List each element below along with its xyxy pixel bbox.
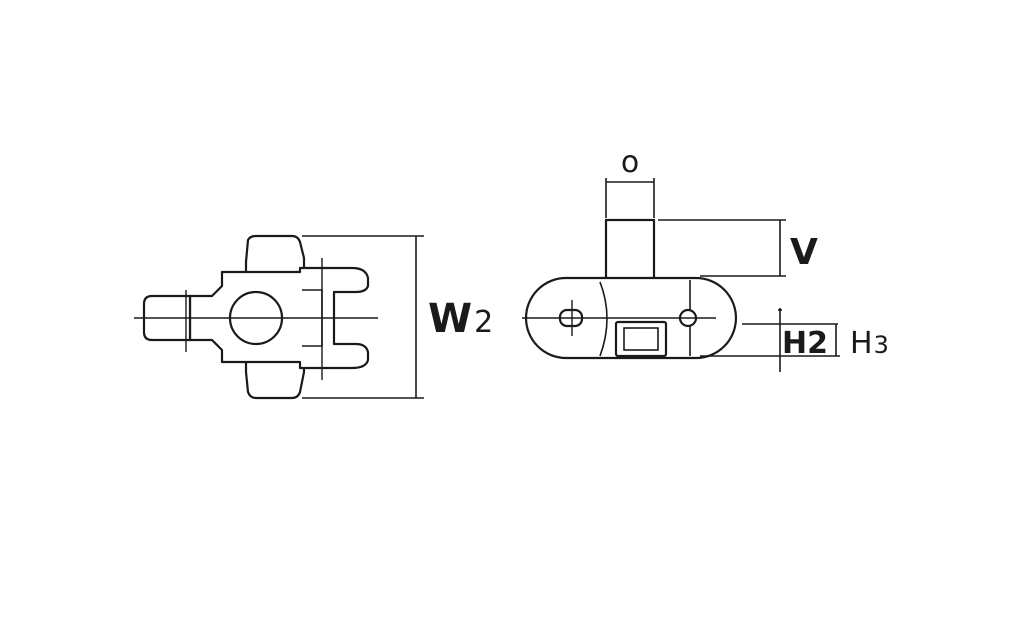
v-label: V: [790, 232, 818, 273]
w2-label-main: W: [428, 296, 472, 342]
link-side-window: [614, 320, 668, 358]
dimension-o: o: [605, 145, 655, 218]
w2-label: W2: [428, 296, 493, 342]
attachment-post: [604, 218, 656, 282]
w2-label-sub: 2: [474, 305, 493, 340]
link-side-view: [522, 218, 738, 360]
link-side-window-inner: [623, 327, 659, 351]
h2-label: H2: [782, 326, 828, 361]
dimension-h2-h3: H2 H3: [700, 308, 889, 372]
h3-label-main: H: [850, 326, 873, 361]
dimension-v: V: [658, 219, 818, 277]
h3-label-sub: 3: [874, 331, 889, 359]
o-label: o: [621, 145, 639, 180]
link-top-view: [134, 234, 378, 400]
h3-label: H3: [850, 326, 889, 361]
dimension-w2: W2: [302, 235, 493, 399]
